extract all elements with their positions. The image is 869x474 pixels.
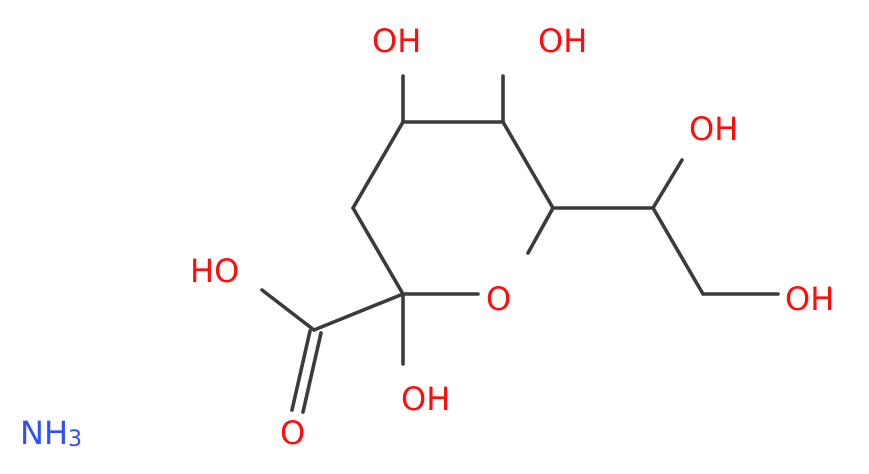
bond	[260, 288, 316, 332]
ammonia-subscript: 3	[68, 427, 82, 452]
carbonyl-oxygen-label: O	[280, 414, 305, 452]
oh-c5-label: OH	[538, 22, 587, 60]
bond-lines	[260, 74, 780, 414]
oh-terminal-label: OH	[785, 280, 834, 318]
bond	[351, 120, 405, 210]
ring-oxygen-label: O	[486, 280, 511, 318]
bond	[290, 329, 312, 412]
oh-anomeric-label: OH	[401, 380, 450, 418]
bond	[312, 292, 405, 332]
bond	[501, 120, 555, 210]
oh-c4-label: OH	[372, 22, 421, 60]
bond	[526, 206, 555, 255]
atom-labels: OH OH OH OH HO O OH O NH3	[20, 22, 834, 452]
oh-side-chain-label: OH	[689, 110, 738, 148]
ammonia-symbol: NH	[20, 414, 68, 452]
ho-acid-label: HO	[190, 252, 239, 290]
bond	[651, 158, 684, 210]
bond	[351, 206, 405, 296]
bond	[651, 206, 705, 296]
bond	[301, 331, 323, 414]
ammonia-label: NH3	[20, 414, 82, 452]
